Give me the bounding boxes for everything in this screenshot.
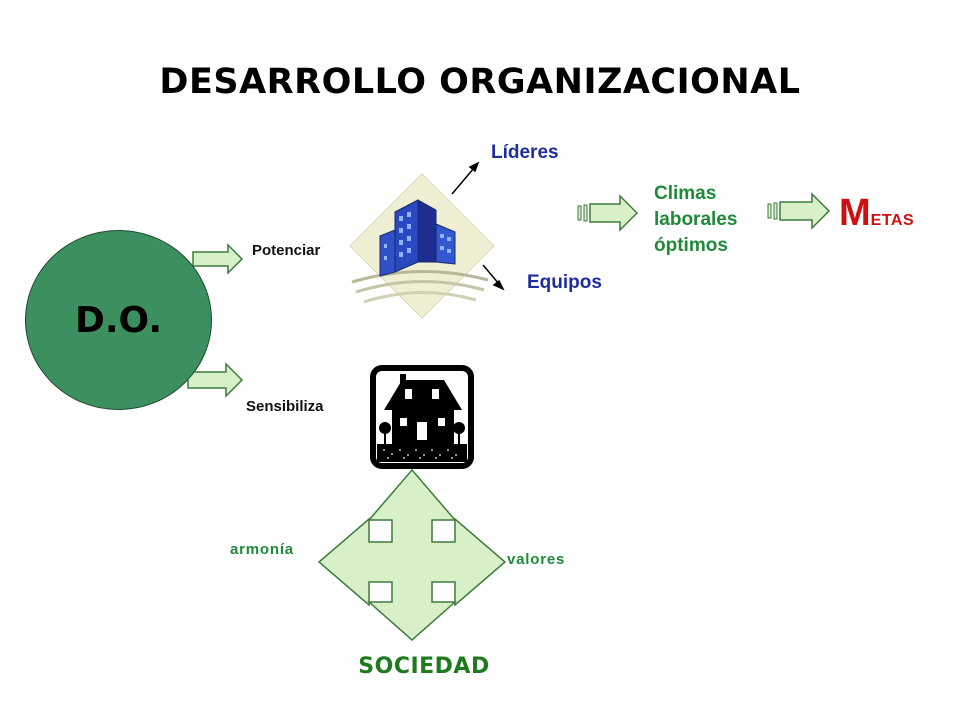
metas-label: METAS [839, 192, 914, 235]
do-circle: D.O. [25, 230, 212, 410]
striped-arrow-climas [577, 194, 639, 232]
climas-line-2: laborales [654, 209, 738, 230]
metas-rest: ETAS [870, 212, 915, 229]
climas-line-1: Climas [654, 183, 717, 204]
climas-line-3: óptimos [654, 235, 728, 256]
do-label: D.O. [74, 299, 163, 341]
line-arrow-equipos [482, 264, 505, 291]
diagram-title: DESARROLLO ORGANIZACIONAL [159, 62, 801, 102]
climas-label: Climas laborales óptimos [654, 181, 737, 259]
valores-label: valores [507, 551, 566, 568]
house-icon [370, 365, 474, 469]
four-way-arrow [317, 468, 507, 642]
block-arrow-potenciar [192, 243, 244, 275]
sensibiliza-label: Sensibiliza [246, 398, 324, 415]
potenciar-label: Potenciar [252, 242, 321, 259]
block-arrow-sensibiliza [187, 362, 244, 398]
sociedad-label: SOCIEDAD [358, 654, 490, 679]
metas-initial: M [839, 192, 871, 234]
equipos-label: Equipos [527, 272, 602, 293]
office-buildings-icon [349, 173, 495, 319]
lideres-label: Líderes [491, 142, 559, 163]
armonia-label: armonía [230, 541, 294, 558]
striped-arrow-metas [767, 192, 831, 230]
line-arrow-lideres [451, 161, 480, 195]
